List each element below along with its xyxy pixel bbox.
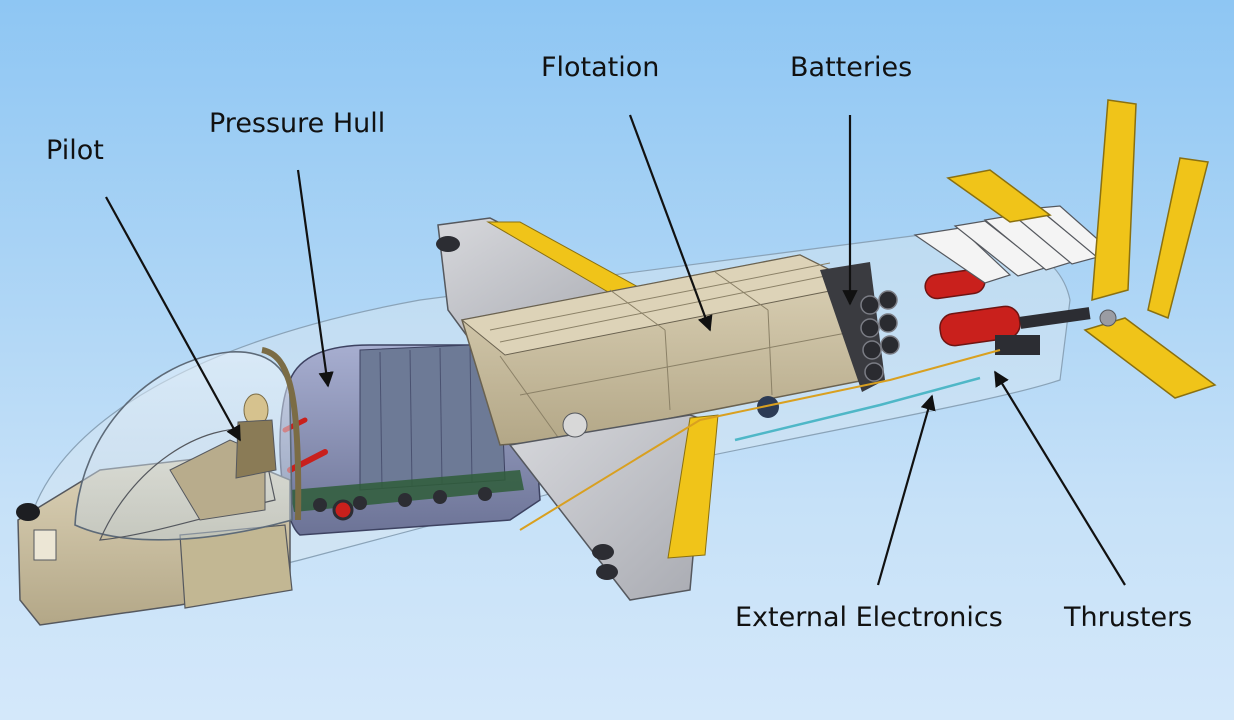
upper-wing-thruster	[436, 236, 460, 252]
nose-grille	[33, 529, 57, 561]
tail-hub	[1099, 309, 1117, 327]
pilot-body	[235, 419, 277, 479]
thrusters-arrow	[994, 370, 1126, 586]
nose-light	[16, 503, 40, 521]
cockpit-rim	[261, 347, 302, 521]
tail-fin-upper	[1091, 99, 1137, 302]
cable-yellow	[519, 349, 1001, 531]
flotation-arrow	[628, 114, 713, 332]
pressure-hull-arrow	[296, 169, 334, 388]
tail-fin-left	[946, 169, 1052, 223]
cable-cyan	[734, 376, 981, 442]
external-electronics-arrow	[876, 394, 936, 586]
battery-pack	[820, 262, 900, 392]
flotation-label: Flotation	[541, 52, 660, 83]
rear-vanes	[913, 205, 1114, 284]
hull-valve	[332, 499, 354, 521]
hull-panel-lines	[379, 346, 473, 489]
thruster-assembly	[924, 268, 1091, 355]
lower-wing-trim	[667, 414, 719, 559]
hull-bolts	[313, 487, 492, 512]
pilot-arrow	[105, 196, 241, 442]
tail-fin-right	[1147, 157, 1209, 320]
flotation-seams	[489, 262, 863, 441]
annotation-arrows	[105, 114, 1126, 586]
external-electronics-label: External Electronics	[735, 602, 1003, 633]
thrusters-label: Thrusters	[1064, 602, 1193, 633]
hull-flange	[562, 412, 588, 438]
tail-fin-lower	[1083, 317, 1217, 399]
batteries-label: Batteries	[790, 52, 913, 83]
pressure-hull-label: Pressure Hull	[209, 108, 386, 139]
pilot-label: Pilot	[46, 135, 104, 166]
lower-wing-thrusters	[592, 544, 618, 580]
hull-port	[757, 396, 779, 418]
